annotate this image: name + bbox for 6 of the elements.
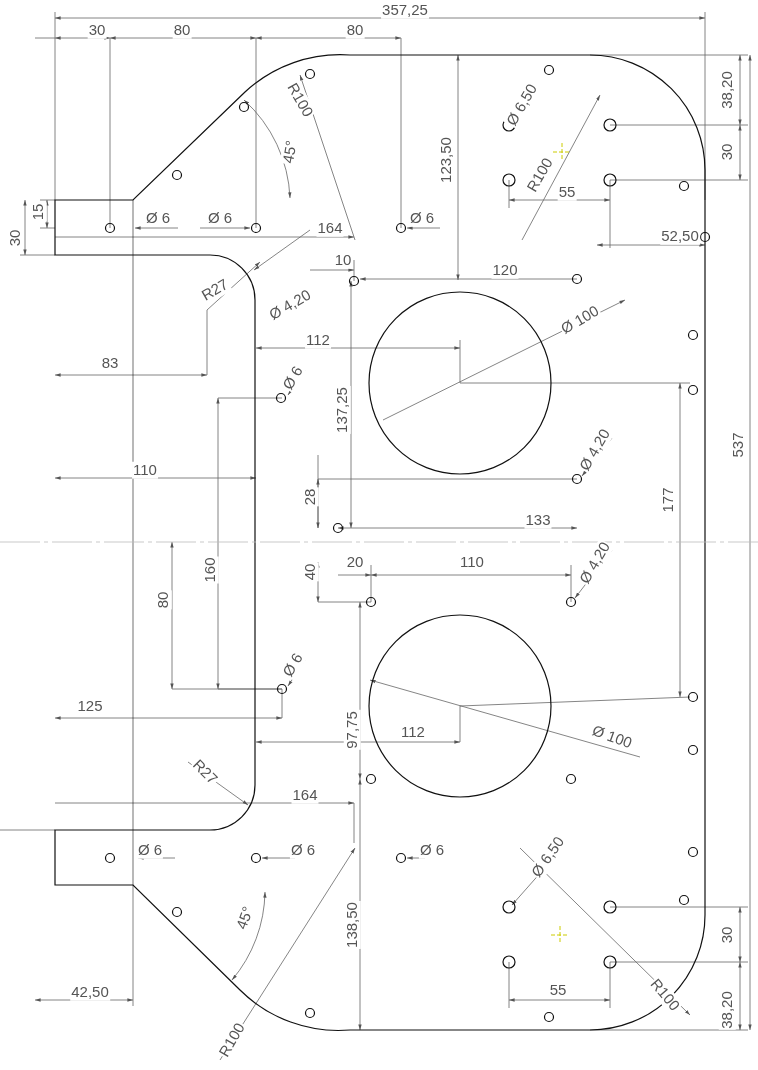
dimension-label: Ø 6	[289, 841, 317, 859]
dimension-label: 110	[132, 461, 158, 479]
dimension-label: 97,75	[343, 710, 361, 750]
dimension-label: 38,20	[718, 990, 736, 1030]
dimension-label: Ø 6	[136, 841, 164, 859]
dimension-label: Ø 6	[418, 841, 446, 859]
